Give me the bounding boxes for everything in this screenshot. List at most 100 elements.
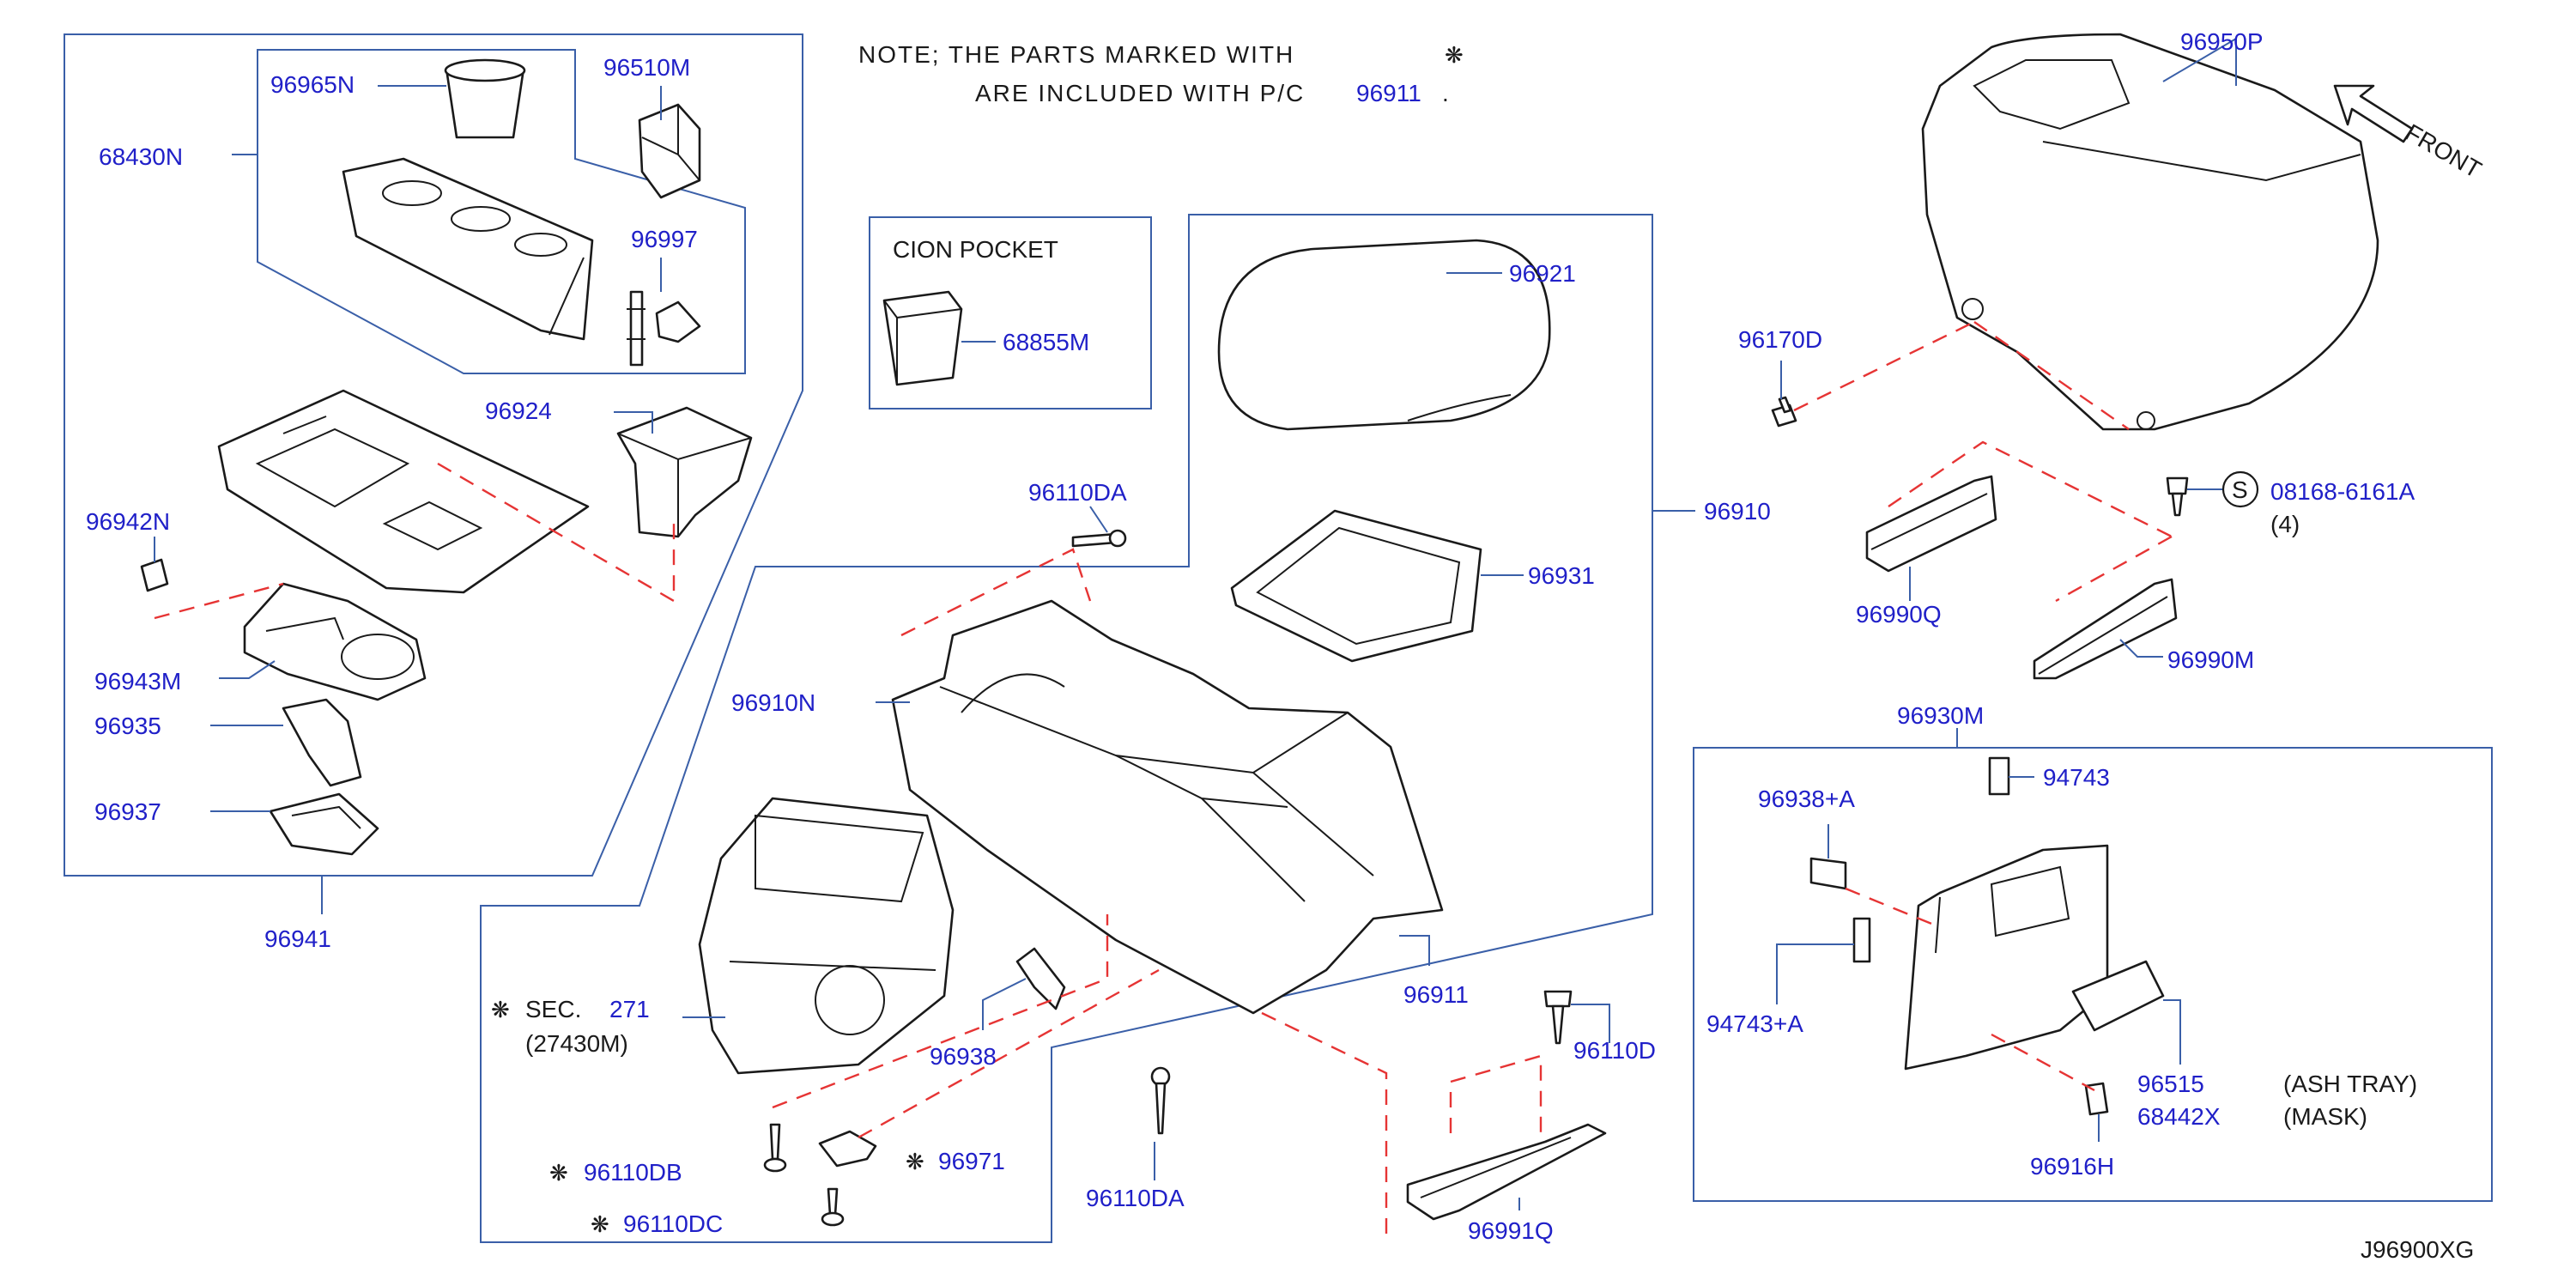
shift-indicator-finisher-part [243, 582, 427, 701]
part-label-96510m[interactable]: 96510M [603, 54, 690, 81]
part-label-96910n[interactable]: 96910N [731, 689, 815, 716]
cion-pocket-title: CION POCKET [893, 236, 1058, 263]
dashed-line [772, 914, 1109, 1109]
leader-line [1776, 943, 1854, 1004]
front-arrow-icon [2333, 84, 2414, 143]
cion-pocket-68855m-part [882, 290, 963, 386]
part-label-96515[interactable]: 96515 [2137, 1071, 2204, 1097]
part-label-96938-a[interactable]: 96938+A [1758, 786, 1855, 812]
group-box-96930M [1693, 747, 2493, 1202]
part-label-96950p[interactable]: 96950P [2180, 28, 2264, 55]
part-label-96911[interactable]: 96911 [1403, 981, 1469, 1008]
part-label-96110da-bottom[interactable]: 96110DA [1086, 1185, 1185, 1211]
part-label-96916h[interactable]: 96916H [2030, 1153, 2114, 1180]
bolt-96170d-part [1771, 396, 1797, 428]
part-label-96170d[interactable]: 96170D [1738, 326, 1822, 353]
ash-tray-96515-part [2071, 960, 2165, 1032]
clip-94743-a-part [1852, 917, 1871, 963]
note-part-number[interactable]: 96911 [1356, 80, 1421, 106]
part-label-08168-6161a[interactable]: 08168-6161A [2270, 478, 2415, 505]
rear-finisher-panel-part [1904, 844, 2109, 1071]
part-label-96110db[interactable]: 96110DB [584, 1159, 682, 1186]
part-label-96921[interactable]: 96921 [1509, 260, 1576, 287]
sec-text: SEC. [525, 996, 581, 1022]
part-label-96910[interactable]: 96910 [1704, 498, 1771, 525]
clip-96916h-part [2084, 1082, 2109, 1116]
shift-boot-96935-part [282, 698, 362, 787]
part-label-68430n[interactable]: 68430N [99, 143, 183, 170]
leader-line [2163, 999, 2181, 1065]
ash-tray-bracket-96924-part [616, 406, 753, 538]
sec-sub: (27430M) [525, 1030, 628, 1057]
armrest-lid-96921-part [1217, 239, 1551, 431]
dashed-line [1845, 887, 1941, 929]
leader-line [1089, 506, 1108, 533]
leader-line [1571, 1004, 1610, 1043]
part-label-96965n[interactable]: 96965N [270, 71, 355, 98]
dashed-line [154, 582, 284, 620]
clip-96938-a-part [1809, 857, 1847, 890]
dashed-line [1261, 1011, 1388, 1236]
part-label-96938[interactable]: 96938 [930, 1043, 997, 1070]
dashed-line [1888, 440, 2173, 538]
group-box-68430N [257, 49, 746, 374]
note-period: . [1442, 80, 1451, 106]
part-label-96971[interactable]: 96971 [938, 1148, 1005, 1174]
part-label-96935[interactable]: 96935 [94, 713, 161, 739]
s-symbol-circle [2221, 470, 2259, 508]
group-box-96941 [64, 33, 803, 877]
part-label-96937[interactable]: 96937 [94, 798, 161, 825]
cup-holder-insert-part [444, 58, 526, 139]
part-label-96941[interactable]: 96941 [264, 925, 331, 952]
dashed-line [858, 968, 1160, 1139]
screw-96110dc-part [821, 1187, 845, 1227]
asterisk-symbol-96110db: ❋ [549, 1161, 568, 1186]
leader-line [219, 660, 276, 679]
bracket-96991q-part [1406, 1123, 1607, 1221]
part-label-94743[interactable]: 94743 [2043, 764, 2110, 791]
leader-line [614, 411, 653, 434]
bracket-96938-part [1015, 947, 1066, 1010]
part-label-96991q[interactable]: 96991Q [1468, 1217, 1554, 1244]
console-cover-96950p-part [1921, 33, 2379, 431]
part-label-96110d[interactable]: 96110D [1573, 1037, 1656, 1064]
clip-94743-part [1988, 756, 2010, 796]
asterisk-symbol-96971: ❋ [906, 1150, 924, 1175]
dashed-line [1449, 1054, 1543, 1133]
screw-96110db-part [763, 1123, 787, 1173]
group-box-96910 [480, 214, 1653, 1243]
dashed-line [1973, 321, 2130, 430]
part-label-96110da-top[interactable]: 96110DA [1028, 479, 1127, 506]
dashed-line [1991, 1033, 2095, 1092]
dashed-line [1793, 320, 1975, 412]
part-label-94743-a[interactable]: 94743+A [1706, 1010, 1803, 1037]
lid-hinge-frame-96931-part [1230, 509, 1482, 663]
dashed-line [2055, 535, 2173, 603]
part-label-96997[interactable]: 96997 [631, 226, 698, 252]
plate-96937-part [269, 792, 379, 856]
part-label-96990q[interactable]: 96990Q [1856, 601, 1942, 628]
part-label-96924[interactable]: 96924 [485, 397, 552, 424]
part-label-96930m[interactable]: 96930M [1897, 702, 1984, 729]
part-label-96990m[interactable]: 96990M [2167, 646, 2254, 673]
part-label-96943m[interactable]: 96943M [94, 668, 181, 695]
part-qty-08168-6161a: (4) [2270, 511, 2300, 537]
screw-96110da-bottom-part [1150, 1066, 1171, 1135]
bolt-96110d-part [1543, 990, 1573, 1045]
mask-note: (MASK) [2283, 1103, 2367, 1130]
clip-96997-part [627, 290, 701, 367]
console-finisher-panel-part [217, 389, 590, 594]
bolt-08168-6161a-part [2166, 476, 2189, 517]
part-label-68855m[interactable]: 68855M [1003, 329, 1089, 355]
bracket-96990m-part [2033, 578, 2178, 680]
part-label-68442x[interactable]: 68442X [2137, 1103, 2221, 1130]
note-line-1: NOTE; THE PARTS MARKED WITH [858, 41, 1294, 68]
leader-line [1399, 935, 1430, 966]
sec-number[interactable]: 271 [609, 996, 650, 1022]
part-label-96110dc[interactable]: 96110DC [623, 1210, 723, 1237]
cup-holder-tray-part [342, 157, 594, 341]
part-label-96942n[interactable]: 96942N [86, 508, 170, 535]
front-label: FRONT [2401, 118, 2486, 183]
leader-line [982, 978, 1027, 1030]
part-label-96931[interactable]: 96931 [1528, 562, 1595, 589]
